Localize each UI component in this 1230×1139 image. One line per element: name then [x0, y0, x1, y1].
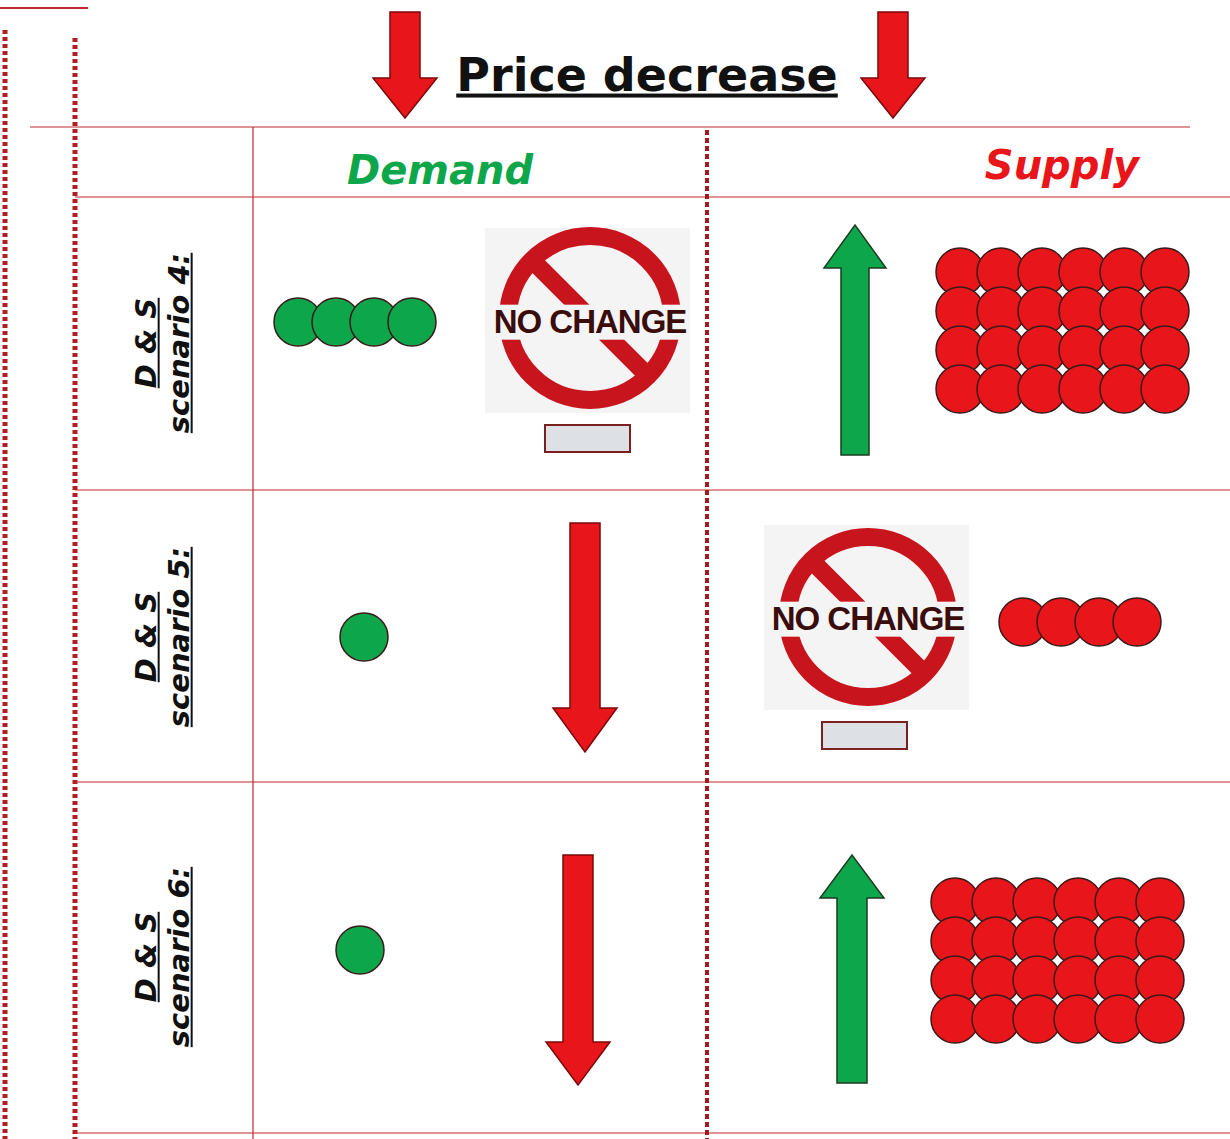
up-arrow — [824, 225, 886, 455]
unit-circle — [340, 613, 388, 661]
unit-circle — [336, 926, 384, 974]
unit-circles — [274, 248, 1189, 1043]
dotted-rail — [3, 30, 8, 1139]
unit-circle — [1136, 995, 1184, 1043]
corner-rule — [0, 7, 88, 9]
unit-circle — [388, 298, 436, 346]
sign-text: NO CHANGE — [770, 602, 967, 637]
down-arrow — [546, 855, 610, 1085]
table-grid — [30, 127, 1230, 1139]
up-arrow — [820, 855, 884, 1083]
row-header: D & S scenario 6: — [130, 862, 197, 1052]
dotted-divider — [705, 130, 709, 1139]
no-change-sign — [764, 525, 969, 749]
column-header: Demand — [347, 147, 533, 193]
sign-text: NO CHANGE — [492, 305, 689, 340]
down-arrow — [553, 523, 617, 752]
row-header: D & S scenario 5: — [130, 542, 197, 732]
no-change-sign — [485, 228, 690, 452]
column-header: Supply — [985, 142, 1139, 188]
row-header: D & S scenario 4: — [130, 248, 197, 438]
unit-circle — [1113, 598, 1161, 646]
unit-circle — [1141, 365, 1189, 413]
dotted-rail — [73, 38, 78, 1139]
title: Price decrease — [456, 49, 838, 102]
down-arrow — [373, 12, 925, 118]
